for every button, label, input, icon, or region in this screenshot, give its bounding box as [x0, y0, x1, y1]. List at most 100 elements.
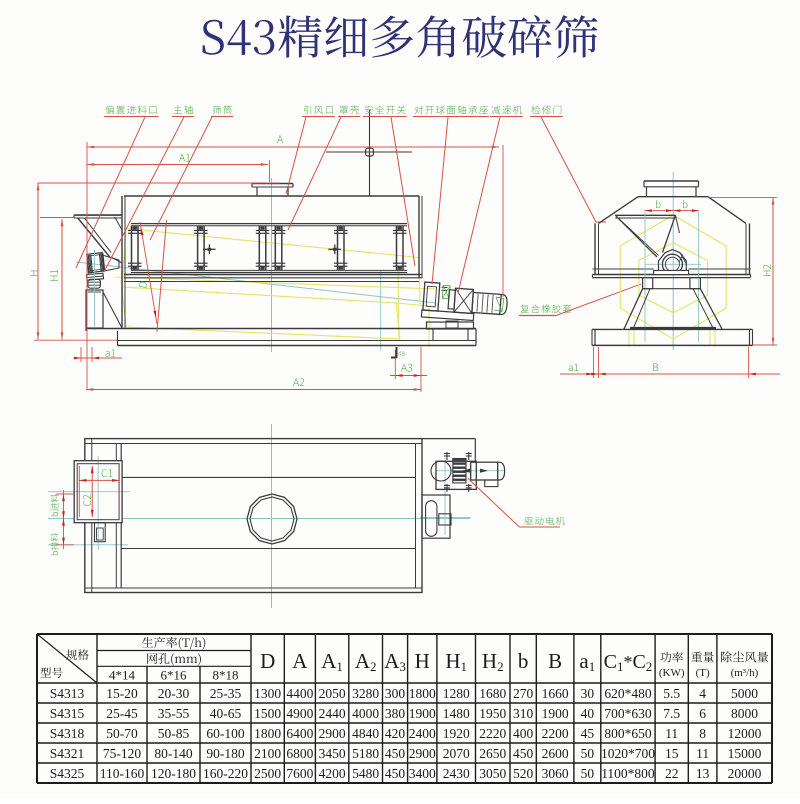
svg-text:8*18: 8*18 — [213, 668, 239, 683]
svg-text:4: 4 — [699, 686, 706, 701]
svg-text:1100*800: 1100*800 — [601, 766, 655, 781]
svg-text:25-45: 25-45 — [106, 706, 138, 721]
svg-text:3400: 3400 — [409, 766, 436, 781]
svg-text:4000: 4000 — [352, 706, 379, 721]
svg-text:2050: 2050 — [319, 686, 346, 701]
svg-text:6400: 6400 — [286, 726, 313, 741]
svg-text:B: B — [548, 649, 562, 673]
svg-text:D: D — [260, 649, 275, 673]
svg-text:2900: 2900 — [319, 726, 346, 741]
svg-text:(T): (T) — [696, 667, 710, 679]
svg-text:(m³/h): (m³/h) — [731, 667, 759, 679]
svg-text:6: 6 — [699, 706, 706, 721]
svg-text:13: 13 — [696, 766, 710, 781]
svg-text:b: b — [518, 649, 529, 673]
svg-text:75-120: 75-120 — [103, 746, 141, 761]
svg-text:160-220: 160-220 — [203, 766, 248, 781]
svg-text:S4325: S4325 — [50, 766, 85, 781]
svg-text:11: 11 — [665, 726, 678, 741]
svg-text:300: 300 — [385, 686, 406, 701]
svg-text:1900: 1900 — [409, 706, 436, 721]
svg-text:15-20: 15-20 — [106, 686, 138, 701]
svg-text:2220: 2220 — [479, 726, 506, 741]
svg-text:6*16: 6*16 — [161, 668, 188, 683]
svg-text:2400: 2400 — [409, 726, 436, 741]
svg-text:1480: 1480 — [443, 706, 470, 721]
svg-text:8: 8 — [699, 726, 706, 741]
svg-text:15000: 15000 — [728, 746, 762, 761]
svg-text:4400: 4400 — [286, 686, 313, 701]
svg-text:5.5: 5.5 — [663, 686, 680, 701]
svg-text:A: A — [292, 649, 308, 673]
svg-text:1920: 1920 — [443, 726, 470, 741]
svg-text:3450: 3450 — [319, 746, 346, 761]
svg-text:5480: 5480 — [352, 766, 379, 781]
svg-text:4900: 4900 — [286, 706, 313, 721]
svg-text:2900: 2900 — [409, 746, 436, 761]
svg-text:S4318: S4318 — [50, 726, 85, 741]
svg-text:50-70: 50-70 — [106, 726, 138, 741]
svg-text:520: 520 — [513, 766, 534, 781]
svg-text:5180: 5180 — [352, 746, 379, 761]
svg-text:S4313: S4313 — [50, 686, 85, 701]
svg-text:S4321: S4321 — [50, 746, 85, 761]
svg-text:2600: 2600 — [542, 746, 569, 761]
svg-text:120-180: 120-180 — [151, 766, 196, 781]
svg-text:2100: 2100 — [254, 746, 281, 761]
svg-text:60-100: 60-100 — [206, 726, 244, 741]
svg-text:20000: 20000 — [728, 766, 762, 781]
svg-text:420: 420 — [385, 726, 406, 741]
svg-text:50: 50 — [581, 746, 595, 761]
svg-text:7600: 7600 — [286, 766, 313, 781]
svg-text:2200: 2200 — [542, 726, 569, 741]
svg-text:S4315: S4315 — [50, 706, 85, 721]
svg-text:25-35: 25-35 — [210, 686, 242, 701]
svg-text:450: 450 — [513, 746, 534, 761]
svg-text:1500: 1500 — [254, 706, 281, 721]
svg-text:400: 400 — [513, 726, 534, 741]
svg-text:5000: 5000 — [731, 686, 758, 701]
svg-text:6800: 6800 — [286, 746, 313, 761]
svg-text:20-30: 20-30 — [158, 686, 190, 701]
svg-text:90-180: 90-180 — [206, 746, 244, 761]
svg-text:35-55: 35-55 — [158, 706, 190, 721]
svg-text:2440: 2440 — [319, 706, 346, 721]
svg-text:45: 45 — [581, 726, 595, 741]
svg-text:310: 310 — [513, 706, 534, 721]
svg-text:8000: 8000 — [731, 706, 758, 721]
svg-text:2500: 2500 — [254, 766, 281, 781]
svg-text:620*480: 620*480 — [604, 686, 652, 701]
svg-text:1900: 1900 — [542, 706, 569, 721]
svg-text:40-65: 40-65 — [210, 706, 242, 721]
svg-text:270: 270 — [513, 686, 534, 701]
svg-text:12000: 12000 — [728, 726, 762, 741]
svg-text:3050: 3050 — [479, 766, 506, 781]
svg-text:110-160: 110-160 — [100, 766, 145, 781]
svg-text:C1*C2: C1*C2 — [604, 651, 653, 674]
svg-text:30: 30 — [581, 686, 595, 701]
svg-text:4200: 4200 — [319, 766, 346, 781]
svg-text:50: 50 — [581, 766, 595, 781]
svg-text:450: 450 — [385, 746, 406, 761]
svg-text:380: 380 — [385, 706, 406, 721]
svg-text:22: 22 — [665, 766, 679, 781]
svg-text:2430: 2430 — [443, 766, 470, 781]
svg-text:1300: 1300 — [254, 686, 281, 701]
svg-text:1680: 1680 — [479, 686, 506, 701]
svg-text:15: 15 — [665, 746, 679, 761]
svg-text:11: 11 — [696, 746, 709, 761]
svg-text:1800: 1800 — [409, 686, 436, 701]
svg-text:1660: 1660 — [542, 686, 569, 701]
svg-text:7.5: 7.5 — [663, 706, 680, 721]
svg-text:800*650: 800*650 — [604, 726, 652, 741]
svg-text:1950: 1950 — [479, 706, 506, 721]
svg-text:700*630: 700*630 — [604, 706, 652, 721]
svg-text:2070: 2070 — [443, 746, 470, 761]
svg-text:80-140: 80-140 — [154, 746, 192, 761]
svg-text:H: H — [415, 649, 430, 673]
svg-text:2650: 2650 — [479, 746, 506, 761]
svg-text:1800: 1800 — [254, 726, 281, 741]
svg-text:3280: 3280 — [352, 686, 379, 701]
svg-text:3060: 3060 — [542, 766, 569, 781]
svg-text:4840: 4840 — [352, 726, 379, 741]
